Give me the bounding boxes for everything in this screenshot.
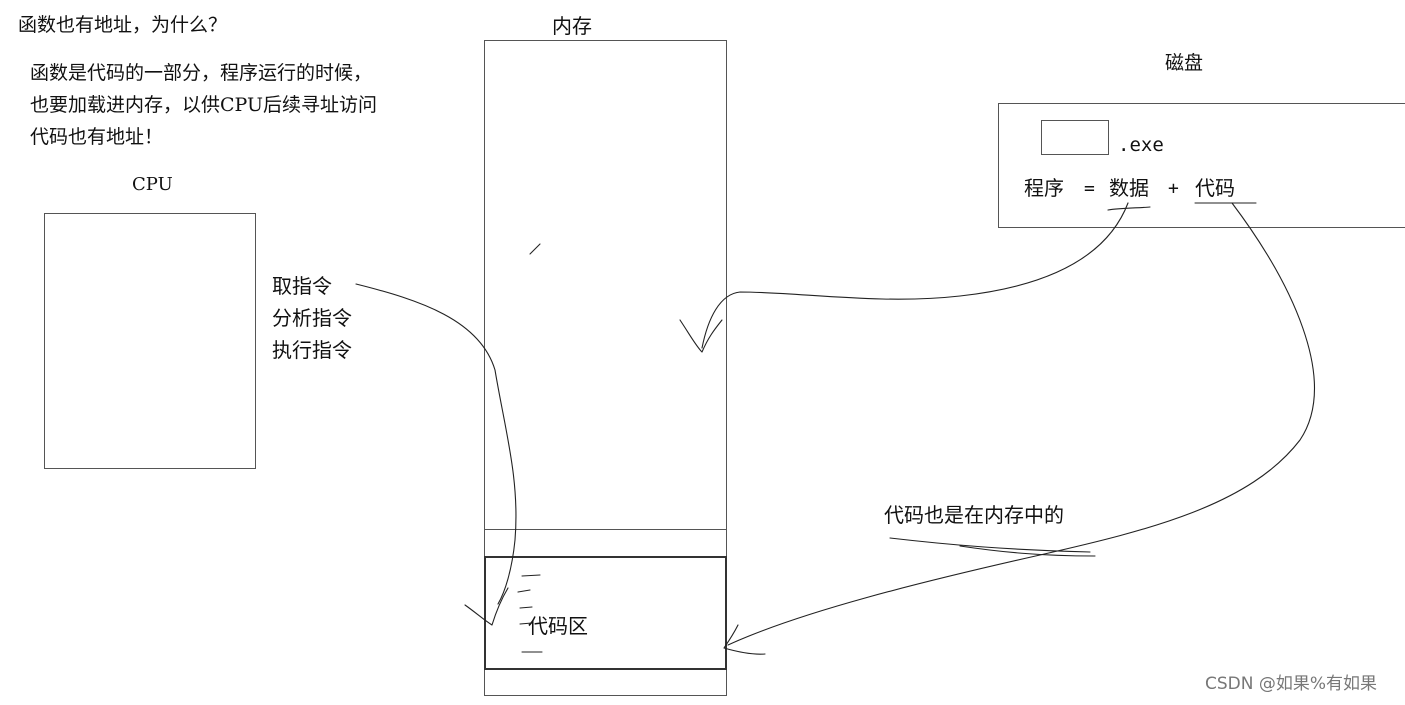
- data-underline: [1107, 206, 1151, 211]
- formula-data: 数据: [1109, 176, 1149, 200]
- formula-program: 程序: [1024, 176, 1064, 200]
- disk-box: [998, 103, 1405, 228]
- formula-equals: =: [1084, 178, 1095, 199]
- code-area-label: 代码区: [528, 614, 588, 638]
- code-area-box: [484, 556, 727, 670]
- instruction-decode: 分析指令: [272, 306, 352, 330]
- cpu-box: [44, 213, 256, 469]
- explanation-line-1: 函数是代码的一部分，程序运行的时候，: [30, 62, 373, 84]
- disk-label: 磁盘: [1165, 52, 1204, 74]
- explanation-line-2: 也要加载进内存，以供CPU后续寻址访问: [30, 94, 378, 116]
- cpu-label: CPU: [132, 174, 173, 195]
- watermark: CSDN @如果%有如果: [1205, 674, 1378, 694]
- instruction-fetch: 取指令: [272, 274, 332, 298]
- explanation-line-3: 代码也有地址！: [30, 126, 164, 148]
- memory-label: 内存: [552, 14, 592, 38]
- memory-box: [484, 40, 727, 696]
- memory-divider: [484, 529, 727, 530]
- formula-code: 代码: [1195, 176, 1235, 200]
- instruction-execute: 执行指令: [272, 338, 352, 362]
- formula-plus: +: [1168, 178, 1179, 199]
- exe-file-box: [1041, 120, 1109, 155]
- data-to-memory-arrow: [701, 202, 1129, 349]
- pen-mark: [529, 243, 541, 255]
- annotation-code-in-memory: 代码也是在内存中的: [884, 503, 1064, 527]
- data-arrowhead: [679, 319, 723, 353]
- exe-extension: .exe: [1118, 134, 1164, 156]
- code-scribble: [517, 574, 543, 653]
- code-arrowhead: [723, 624, 766, 655]
- question-title: 函数也有地址，为什么？: [18, 14, 228, 36]
- annotation-underline: [889, 537, 1096, 557]
- fetch-arrowhead: [464, 587, 509, 626]
- fetch-instruction-curve: [355, 283, 517, 605]
- code-to-codearea-arrow: [727, 202, 1315, 646]
